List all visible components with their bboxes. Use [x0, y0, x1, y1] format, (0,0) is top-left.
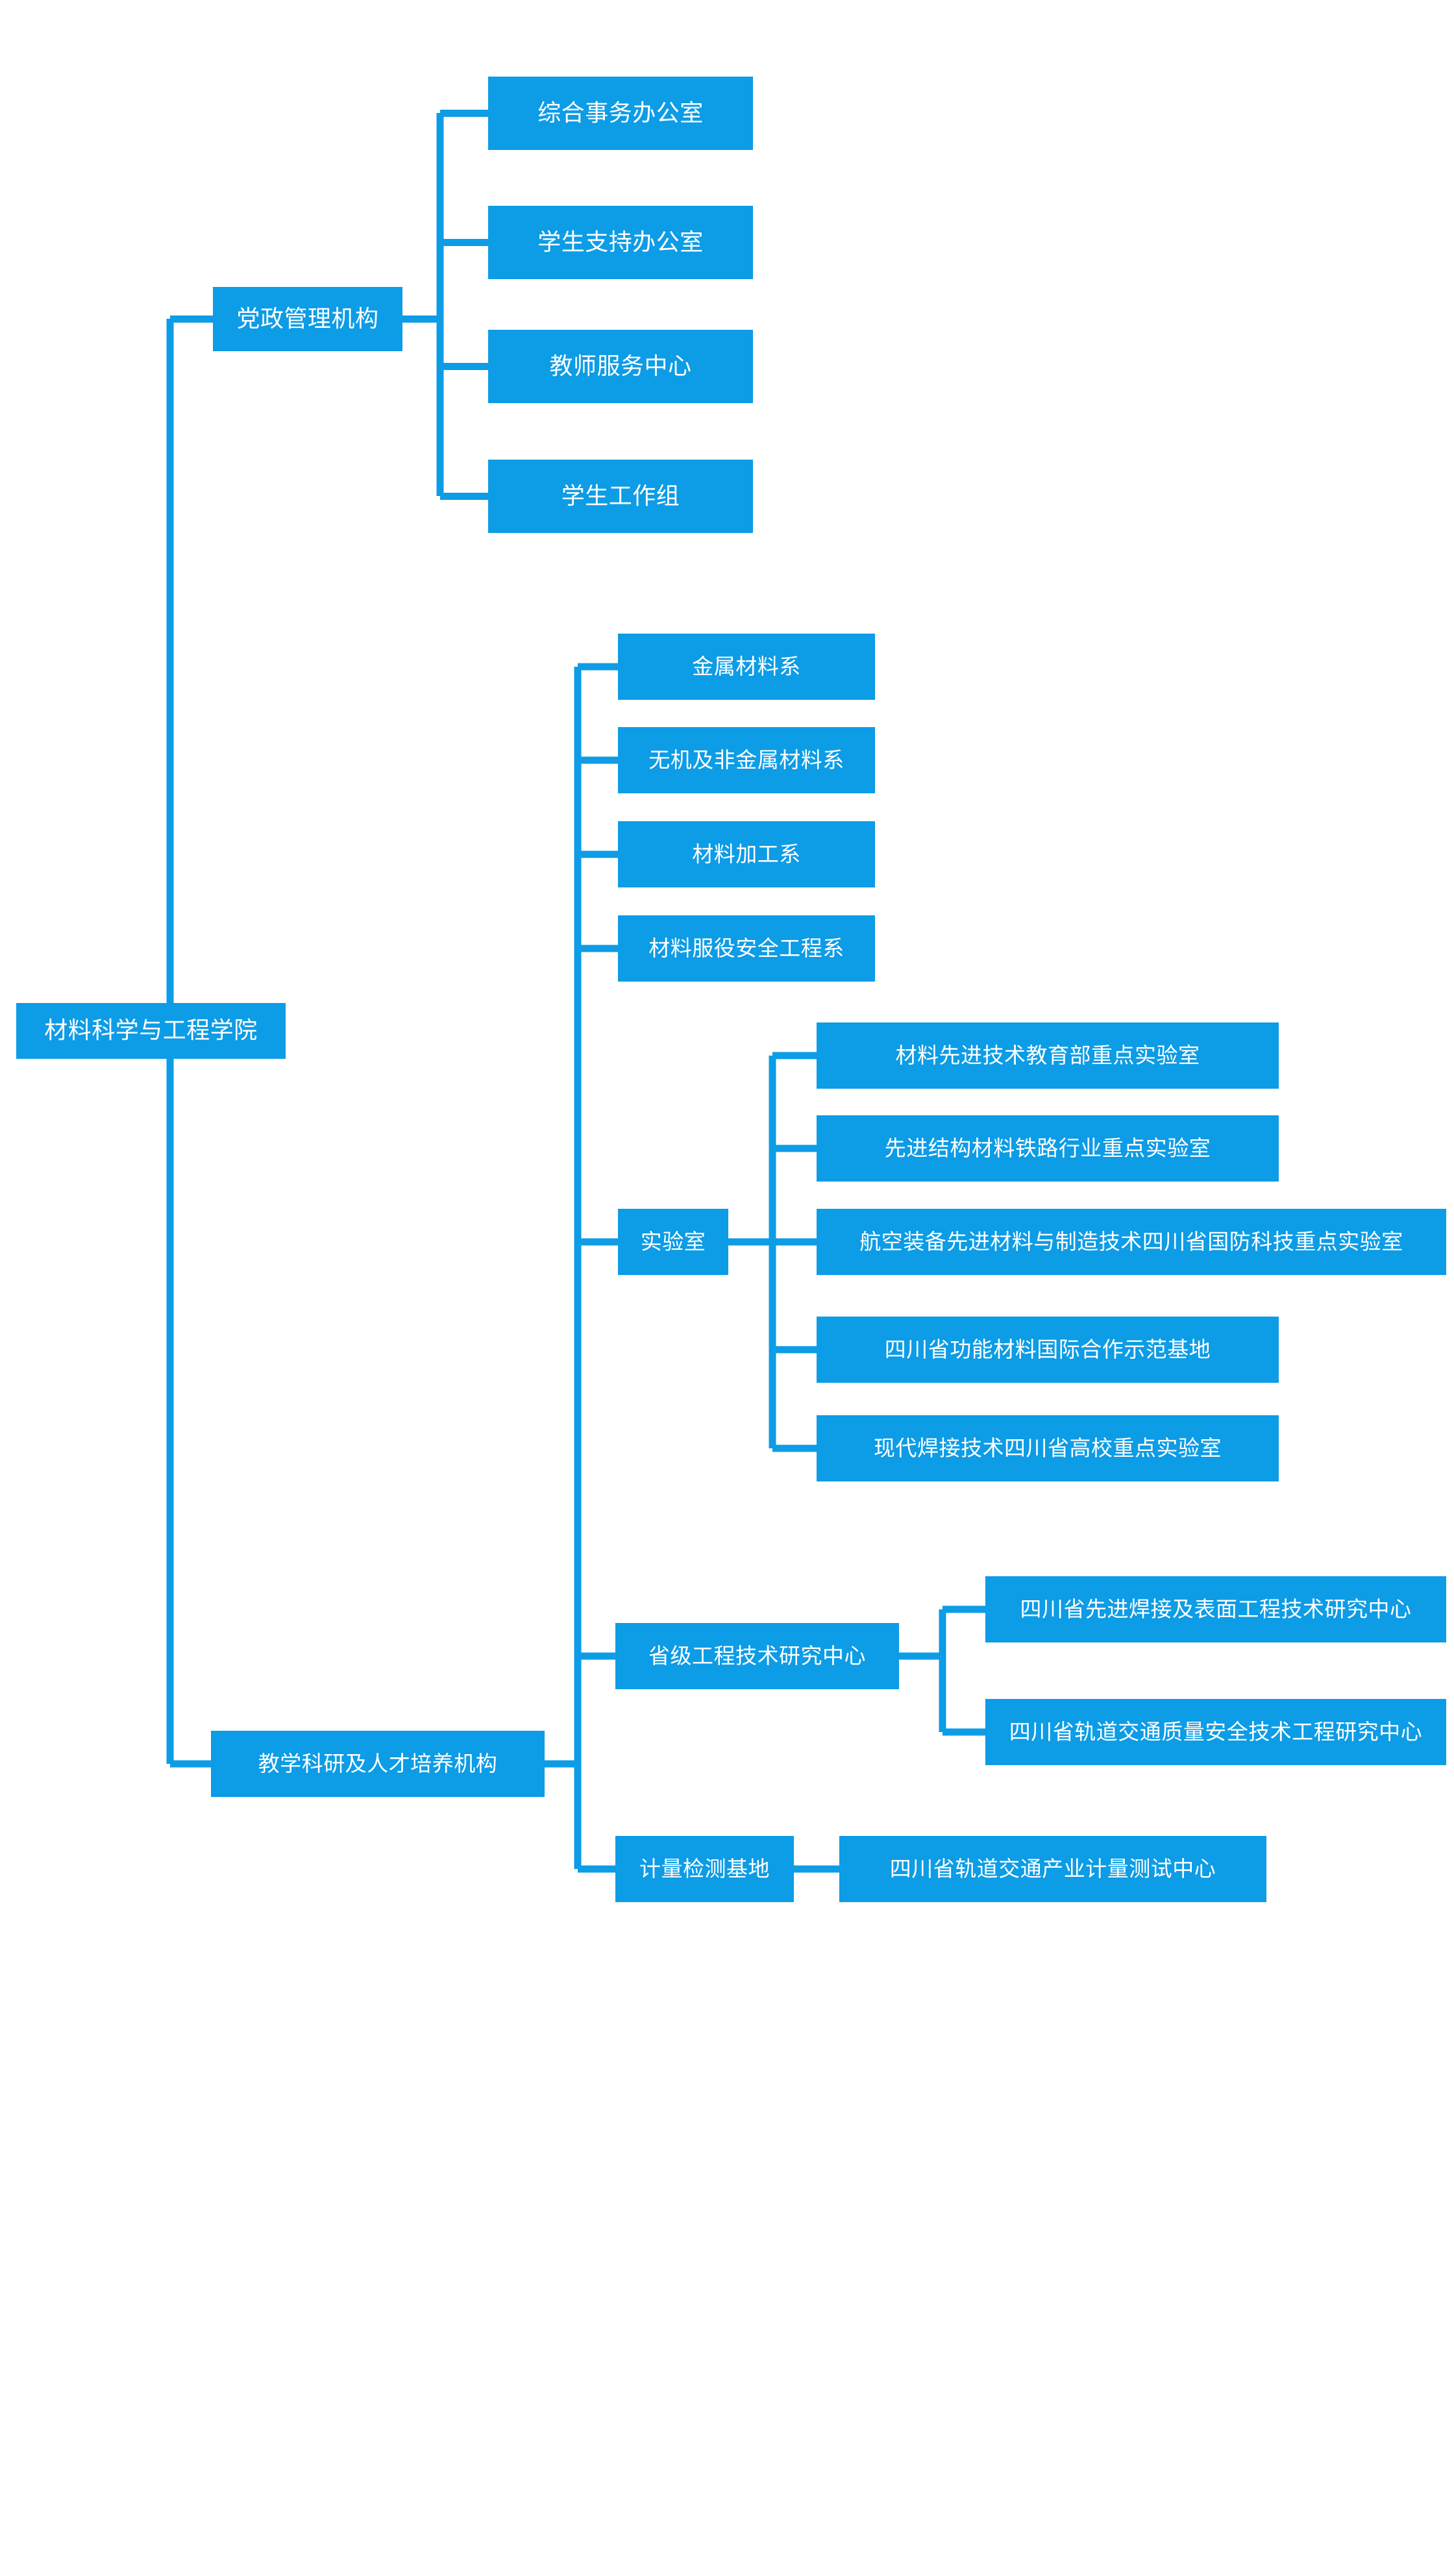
- org-node-label: 教师服务中心: [549, 353, 692, 380]
- org-node-label: 材料先进技术教育部重点实验室: [895, 1043, 1200, 1069]
- org-node-lab-5[interactable]: 现代焊接技术四川省高校重点实验室: [817, 1415, 1279, 1481]
- org-node-dept-2[interactable]: 无机及非金属材料系: [618, 727, 875, 793]
- org-node-lab-branch[interactable]: 实验室: [618, 1209, 728, 1275]
- org-node-lab-1[interactable]: 材料先进技术教育部重点实验室: [817, 1022, 1279, 1089]
- org-node-label: 四川省轨道交通产业计量测试中心: [889, 1856, 1216, 1882]
- org-node-label: 现代焊接技术四川省高校重点实验室: [874, 1435, 1222, 1461]
- org-node-label: 材料科学与工程学院: [44, 1017, 258, 1045]
- org-node-admin-4[interactable]: 学生工作组: [488, 460, 753, 533]
- org-node-metro-branch[interactable]: 计量检测基地: [615, 1836, 794, 1902]
- org-node-lab-4[interactable]: 四川省功能材料国际合作示范基地: [817, 1317, 1279, 1383]
- org-node-label: 先进结构材料铁路行业重点实验室: [884, 1135, 1211, 1161]
- org-node-label: 航空装备先进材料与制造技术四川省国防科技重点实验室: [859, 1229, 1403, 1255]
- org-node-admin-2[interactable]: 学生支持办公室: [488, 206, 753, 279]
- org-node-label: 教学科研及人才培养机构: [258, 1751, 498, 1777]
- org-node-erc-2[interactable]: 四川省轨道交通质量安全技术工程研究中心: [985, 1699, 1446, 1765]
- org-node-admin-3[interactable]: 教师服务中心: [488, 330, 753, 403]
- org-node-metro-1[interactable]: 四川省轨道交通产业计量测试中心: [839, 1836, 1266, 1902]
- org-node-academic-branch[interactable]: 教学科研及人才培养机构: [211, 1731, 545, 1797]
- org-node-lab-3[interactable]: 航空装备先进材料与制造技术四川省国防科技重点实验室: [817, 1209, 1446, 1275]
- org-node-label: 材料加工系: [692, 841, 801, 867]
- org-node-label: 金属材料系: [692, 654, 801, 680]
- org-node-admin-1[interactable]: 综合事务办公室: [488, 77, 753, 150]
- org-node-label: 综合事务办公室: [537, 99, 704, 127]
- org-node-label: 材料服役安全工程系: [648, 935, 844, 961]
- org-node-admin-branch[interactable]: 党政管理机构: [213, 287, 402, 351]
- org-node-erc-1[interactable]: 四川省先进焊接及表面工程技术研究中心: [985, 1576, 1446, 1642]
- org-node-label: 学生工作组: [561, 482, 680, 510]
- org-node-erc-branch[interactable]: 省级工程技术研究中心: [615, 1623, 899, 1689]
- org-node-label: 四川省先进焊接及表面工程技术研究中心: [1020, 1596, 1412, 1622]
- org-node-label: 无机及非金属材料系: [648, 747, 844, 773]
- org-node-root[interactable]: 材料科学与工程学院: [16, 1003, 286, 1059]
- org-node-label: 四川省轨道交通质量安全技术工程研究中心: [1009, 1719, 1423, 1745]
- org-node-dept-4[interactable]: 材料服役安全工程系: [618, 915, 875, 982]
- org-node-label: 四川省功能材料国际合作示范基地: [884, 1337, 1211, 1363]
- org-node-label: 计量检测基地: [639, 1856, 770, 1882]
- org-node-label: 省级工程技术研究中心: [648, 1643, 866, 1669]
- org-node-label: 学生支持办公室: [537, 229, 704, 256]
- org-node-lab-2[interactable]: 先进结构材料铁路行业重点实验室: [817, 1115, 1279, 1182]
- org-node-label: 实验室: [640, 1229, 706, 1255]
- org-node-dept-1[interactable]: 金属材料系: [618, 634, 875, 700]
- org-node-label: 党政管理机构: [236, 305, 379, 332]
- org-node-dept-3[interactable]: 材料加工系: [618, 821, 875, 887]
